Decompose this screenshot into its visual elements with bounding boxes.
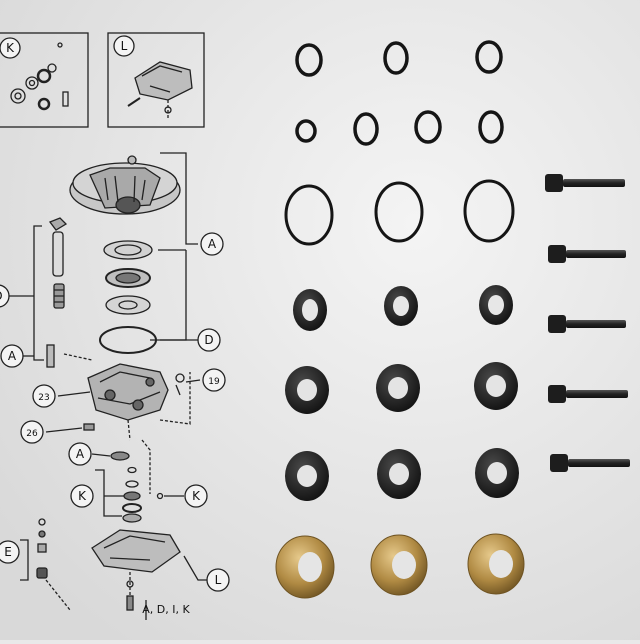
callout-l-bottom bbox=[206, 568, 230, 592]
small-ring-a bbox=[110, 451, 130, 461]
large-o-rings bbox=[284, 179, 515, 246]
callout-d-left bbox=[0, 284, 10, 308]
small-o-rings bbox=[295, 40, 504, 146]
label-a-top: A bbox=[208, 237, 217, 251]
callout-a-top bbox=[200, 232, 224, 256]
callout-k-box bbox=[0, 37, 21, 59]
o-ring bbox=[478, 110, 504, 144]
leader-23 bbox=[57, 391, 91, 397]
bolt bbox=[545, 174, 625, 192]
label-a-left: A bbox=[8, 349, 17, 363]
callout-l-box bbox=[113, 35, 135, 57]
seal bbox=[376, 364, 420, 412]
seal bbox=[285, 451, 329, 501]
kit-k-box bbox=[0, 32, 89, 128]
bracket-a bbox=[160, 152, 198, 245]
seal bbox=[475, 448, 519, 498]
large-o-ring bbox=[374, 181, 424, 243]
brass-ring bbox=[370, 534, 428, 596]
label-d-right: D bbox=[204, 333, 213, 347]
o-ring bbox=[353, 112, 379, 146]
label-k-right: K bbox=[192, 489, 201, 503]
callout-k-right bbox=[184, 484, 208, 508]
callout-k-left bbox=[70, 484, 94, 508]
schematic-retainer bbox=[105, 295, 151, 315]
seal bbox=[384, 286, 418, 326]
pump-head bbox=[69, 155, 181, 215]
callout-d-right bbox=[197, 328, 221, 352]
callout-e-left bbox=[0, 540, 20, 564]
bolt bbox=[548, 315, 626, 333]
left-valve-parts bbox=[46, 217, 68, 368]
callouts bbox=[0, 35, 230, 592]
pump-body bbox=[87, 363, 185, 441]
large-o-ring bbox=[463, 179, 515, 243]
o-ring bbox=[383, 41, 409, 75]
seal bbox=[479, 285, 513, 325]
seal bbox=[285, 366, 329, 414]
seal bbox=[293, 289, 327, 331]
callout-23 bbox=[32, 384, 56, 408]
callout-labels: K L A D D A 23 19 26 A K K E L A, D, I, … bbox=[0, 39, 222, 616]
bolts bbox=[545, 174, 630, 472]
brass-rings bbox=[275, 533, 525, 599]
label-d-left: D bbox=[0, 289, 3, 303]
brass-ring bbox=[467, 533, 525, 595]
seals bbox=[285, 285, 519, 501]
bolt bbox=[548, 385, 628, 403]
o-ring bbox=[414, 110, 442, 144]
label-23: 23 bbox=[38, 393, 49, 403]
callout-a-mid bbox=[68, 442, 92, 466]
callout-19 bbox=[202, 368, 226, 392]
label-k-left: K bbox=[78, 489, 87, 503]
label-e-left: E bbox=[4, 545, 12, 559]
exploded-view-schematic bbox=[0, 32, 210, 620]
large-o-ring bbox=[284, 184, 334, 246]
label-l-bottom: L bbox=[215, 573, 222, 587]
kit-k-parts bbox=[10, 42, 69, 111]
label-k-box: K bbox=[6, 41, 15, 55]
label-l-box: L bbox=[121, 39, 128, 53]
label-26: 26 bbox=[26, 429, 38, 439]
lower-manifold bbox=[91, 529, 181, 612]
o-ring bbox=[295, 43, 323, 77]
schematic-washer bbox=[103, 240, 153, 260]
brass-ring bbox=[275, 535, 335, 599]
bolt bbox=[548, 245, 626, 263]
bracket-left bbox=[33, 225, 44, 361]
callout-26 bbox=[20, 420, 44, 444]
kit-l-manifold bbox=[127, 61, 193, 118]
o-ring bbox=[475, 40, 503, 74]
bolt bbox=[550, 454, 630, 472]
label-bottom-row: A, D, I, K bbox=[142, 603, 190, 616]
callout-a-left bbox=[0, 344, 24, 368]
label-a-mid: A bbox=[76, 447, 85, 461]
label-19: 19 bbox=[208, 377, 220, 387]
o-ring bbox=[295, 119, 317, 143]
seal bbox=[377, 449, 421, 499]
kit-l-box bbox=[107, 32, 205, 128]
seal bbox=[474, 362, 518, 410]
